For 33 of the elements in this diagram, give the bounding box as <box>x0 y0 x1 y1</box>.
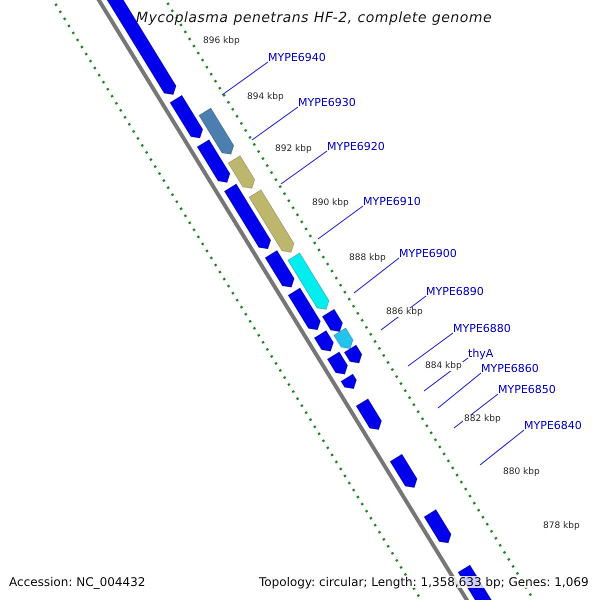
tick-label: 878 kbp <box>542 522 581 531</box>
gene-label: MYPE6930 <box>298 97 356 108</box>
tick-label: 882 kbp <box>463 415 502 424</box>
gene-label: MYPE6940 <box>268 52 326 63</box>
tick-label: 892 kbp <box>274 145 313 154</box>
leader-line <box>318 206 364 240</box>
gene-label: MYPE6890 <box>426 286 484 297</box>
tick-label: 884 kbp <box>424 362 463 371</box>
leader-line <box>480 430 524 466</box>
leader-line <box>354 258 400 294</box>
leader-line <box>454 394 498 428</box>
leader-line <box>252 106 298 140</box>
gene-label: MYPE6860 <box>481 363 539 374</box>
tick-label: 880 kbp <box>502 468 541 477</box>
tick-label: 894 kbp <box>246 93 285 102</box>
leader-line <box>222 62 268 96</box>
accession-text: Accession: NC_004432 <box>9 576 146 588</box>
gene-label: MYPE6920 <box>327 141 385 152</box>
genome-info-text: Topology: circular; Length: 1,358,633 bp; Genes: 1,069 <box>259 576 589 588</box>
title: Mycoplasma penetrans HF-2, complete genome <box>136 11 492 25</box>
gene-label: MYPE6850 <box>498 384 556 395</box>
gene-label: MYPE6880 <box>453 323 511 334</box>
tick-label: 888 kbp <box>348 254 387 263</box>
tick-label: 890 kbp <box>311 199 350 208</box>
gene-label: MYPE6840 <box>524 420 582 431</box>
leader-line <box>438 372 482 408</box>
leader-line <box>408 332 454 366</box>
tick-label: 896 kbp <box>202 37 241 46</box>
leader-line <box>280 150 328 184</box>
tick-label: 886 kbp <box>385 308 424 317</box>
gene-label: MYPE6910 <box>363 196 421 207</box>
gene-label: thyA <box>468 348 494 359</box>
gene-label: MYPE6900 <box>399 248 457 259</box>
